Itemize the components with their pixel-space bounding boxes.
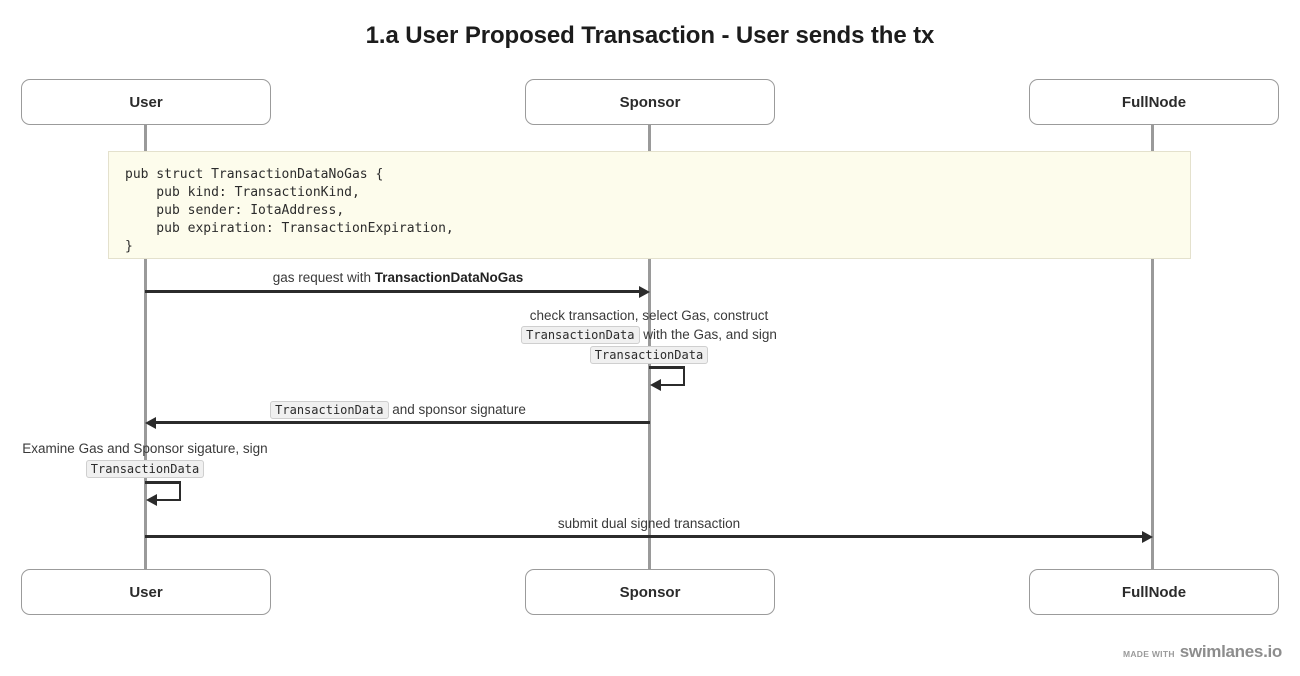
actor-footer-user-label: User — [129, 583, 163, 601]
message-label-m2-line3: TransactionData — [521, 346, 777, 364]
message-label-m5: submit dual signed transaction — [0, 515, 1300, 533]
self-call-sponsor-top — [649, 366, 685, 369]
code-chip-transactiondata: TransactionData — [589, 346, 709, 364]
code-chip-transactiondata: TransactionData — [521, 326, 640, 344]
message-label-m2-line1: check transaction, select Gas, construct — [529, 308, 769, 323]
watermark-brand: swimlanes.io — [1179, 642, 1283, 661]
actor-header-user[interactable]: User — [21, 79, 271, 125]
self-call-sponsor — [649, 366, 689, 391]
actor-footer-fullnode[interactable]: FullNode — [1029, 569, 1279, 615]
self-call-sponsor-arrowhead — [650, 378, 661, 391]
message-label-m5-text: submit dual signed transaction — [557, 516, 741, 531]
message-arrow-m3 — [155, 421, 650, 424]
self-call-user-right — [178, 481, 181, 501]
message-label-m3-text: and sponsor signature — [388, 402, 526, 417]
actor-header-user-label: User — [129, 93, 163, 111]
message-label-m4-line1: Examine Gas and Sponsor sigature, sign — [22, 441, 268, 456]
actor-footer-user[interactable]: User — [21, 569, 271, 615]
actor-header-sponsor[interactable]: Sponsor — [525, 79, 775, 125]
message-arrowhead-m5 — [1142, 530, 1153, 543]
message-arrow-m1 — [145, 290, 640, 293]
actor-footer-sponsor[interactable]: Sponsor — [525, 569, 775, 615]
actor-footer-sponsor-label: Sponsor — [619, 583, 681, 601]
actor-header-fullnode-label: FullNode — [1121, 93, 1187, 111]
self-call-sponsor-right — [682, 366, 685, 386]
watermark-made-with: MADE WITH — [1122, 649, 1175, 659]
watermark[interactable]: MADE WITH swimlanes.io — [1123, 642, 1282, 662]
self-call-user-bottom — [156, 498, 181, 501]
message-arrow-m5 — [145, 535, 1143, 538]
message-arrowhead-m3 — [145, 416, 156, 429]
actor-footer-fullnode-label: FullNode — [1121, 583, 1187, 601]
message-label-m4-line2: TransactionData — [22, 460, 267, 478]
self-call-user-arrowhead — [146, 493, 157, 506]
actor-header-fullnode[interactable]: FullNode — [1029, 79, 1279, 125]
message-arrowhead-m1 — [639, 285, 650, 298]
lifeline-user — [144, 124, 147, 572]
code-chip-transactiondata: TransactionData — [270, 401, 389, 419]
message-label-m2: check transaction, select Gas, construct… — [0, 307, 1300, 364]
page-title: 1.a User Proposed Transaction - User sen… — [365, 22, 935, 49]
message-label-m4: Examine Gas and Sponsor sigature, sign T… — [0, 440, 1300, 478]
self-call-sponsor-bottom — [660, 383, 685, 386]
code-note-text: pub struct TransactionDataNoGas { pub ki… — [125, 167, 454, 254]
message-label-m2-line2-text: with the Gas, and sign — [639, 327, 777, 342]
actor-header-sponsor-label: Sponsor — [619, 93, 681, 111]
self-call-user — [145, 481, 185, 506]
message-label-m1-emphasis: TransactionDataNoGas — [374, 270, 524, 285]
message-label-m1: gas request with TransactionDataNoGas — [0, 269, 1300, 287]
message-label-m2-line2: TransactionData with the Gas, and sign — [521, 326, 777, 344]
message-label-m3: TransactionData and sponsor signature — [0, 401, 1300, 419]
message-label-m1-text: gas request with — [272, 270, 375, 285]
lifeline-fullnode — [1151, 124, 1154, 572]
self-call-user-top — [145, 481, 181, 484]
code-note-block: pub struct TransactionDataNoGas { pub ki… — [108, 151, 1191, 259]
code-chip-transactiondata: TransactionData — [85, 460, 205, 478]
